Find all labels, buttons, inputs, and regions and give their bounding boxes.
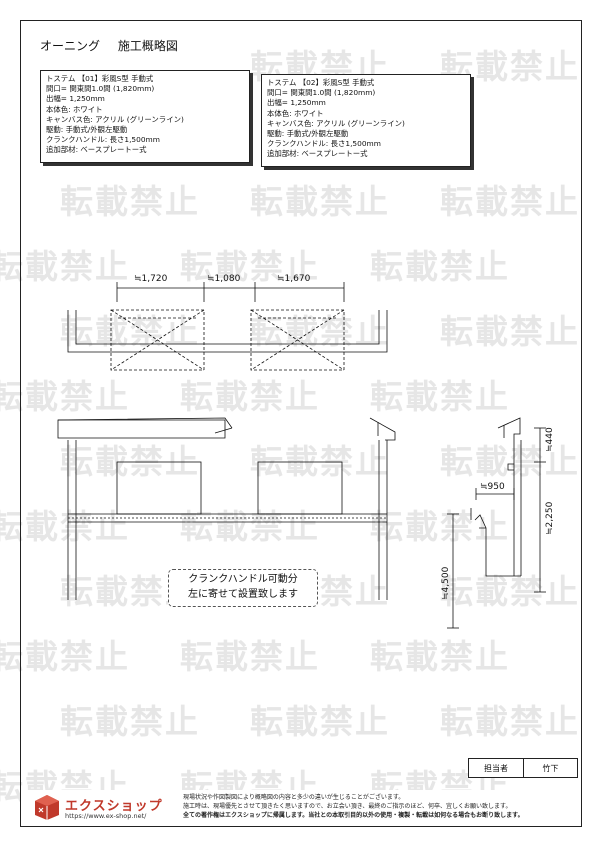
spec-01-line: キャンバス色: アクリル (グリーンライン) <box>46 114 184 124</box>
plan-awning-02 <box>250 309 345 371</box>
spec-02-line: 駆動: 手動式/外観左駆動 <box>267 129 349 139</box>
plan-awning-01 <box>110 309 205 371</box>
disclaimer: 現場状況や作図製図により概略図の内容と多少の違いが生じることがございます。 施工… <box>183 793 524 820</box>
section-balcony <box>479 527 521 577</box>
plan-wall-outer <box>67 310 388 353</box>
note-line-2: 左に寄せて設置致します <box>188 589 298 600</box>
section-dim-top: ≒440 <box>545 427 555 452</box>
plan-awning-units <box>110 309 345 371</box>
plan-awning-02-diag <box>250 309 345 371</box>
section-dim-width: ≒950 <box>480 482 505 492</box>
elevation-awning-01 <box>116 461 202 515</box>
plan-dim-left: ≒1,720 <box>134 274 168 284</box>
footer: エクスショップ https://www.ex-shop.net/ 現場状況や作図… <box>20 790 582 827</box>
spec-02-line: キャンバス色: アクリル (グリーンライン) <box>267 118 405 128</box>
spec-02-line: 追加部材: ベースプレートー式 <box>267 149 368 159</box>
section-eave <box>497 417 521 470</box>
plan-awning-01-diag <box>110 309 205 371</box>
section-view <box>447 417 546 629</box>
section-dim-height: ≒2,250 <box>545 501 555 535</box>
spec-02-line: クランクハンドル: 長さ1,500mm <box>267 139 381 149</box>
disclaimer-line: 現場状況や作図製図により概略図の内容と多少の違いが生じることがございます。 <box>183 794 405 801</box>
elevation-eave-right <box>369 417 396 441</box>
elevation-eave-left-top <box>57 417 233 429</box>
crank-handle-note: クランクハンドル可動分 左に寄せて設置致します <box>168 569 318 607</box>
spec-01-line: クランクハンドル: 長さ1,500mm <box>46 135 160 145</box>
spec-01-line: 出幅= 1,250mm <box>46 94 105 104</box>
logo-box-icon <box>33 793 61 825</box>
person-in-charge-label: 担当者 <box>469 759 524 777</box>
elevation-view <box>57 417 396 600</box>
spec-02-line: トステム 【02】彩風S型 手動式 <box>267 78 375 87</box>
spec-02-line: 間口= 関東間1.0間 (1,820mm) <box>267 88 376 98</box>
plan-dim-right: ≒1,670 <box>277 274 311 284</box>
plan-dim-mid: ≒1,080 <box>207 274 241 284</box>
elevation-eave-left <box>57 419 226 439</box>
elevation-awning-02 <box>257 461 343 515</box>
spec-01-line: トステム 【01】彩風S型 手動式 <box>46 74 154 83</box>
section-awning-head <box>507 463 514 471</box>
spec-02-line: 本体色: ホワイト <box>267 108 324 118</box>
person-in-charge-box: 担当者 竹下 <box>468 758 578 778</box>
page-title: オーニング 施工概略図 <box>40 37 192 54</box>
spec-02-line: 出幅= 1,250mm <box>267 98 326 108</box>
plan-view <box>67 282 388 371</box>
spec-box-01: トステム 【01】彩風S型 手動式 間口= 関東間1.0間 (1,820mm) … <box>40 70 250 163</box>
section-dim-total: ≒4,500 <box>441 566 451 600</box>
section-awning-bar <box>474 514 487 529</box>
logo-text: エクスショップ <box>65 799 163 814</box>
elevation-eave-left-edge <box>214 427 233 434</box>
disclaimer-line: 施工時は、現場優先とさせて頂きたく思いますので、お立会い頂き、最終のご指示のほど… <box>183 803 512 810</box>
spec-01-line: 本体色: ホワイト <box>46 104 103 114</box>
person-in-charge-name: 竹下 <box>542 763 559 773</box>
spec-01-line: 間口= 関東間1.0間 (1,820mm) <box>46 84 155 94</box>
title-sub: 施工概略図 <box>117 39 178 53</box>
note-line-1: クランクハンドル可動分 <box>188 574 298 585</box>
plan-wall-inner <box>75 310 380 345</box>
spec-01-line: 駆動: 手動式/外観左駆動 <box>46 125 128 135</box>
spec-box-02: トステム 【02】彩風S型 手動式 間口= 関東間1.0間 (1,820mm) … <box>261 74 471 167</box>
logo-url: https://www.ex-shop.net/ <box>65 812 147 820</box>
disclaimer-line: 全ての著作権はエクスショップに帰属します。当社との本取引目的以外の使用・複製・転… <box>183 812 524 819</box>
title-main: オーニング <box>40 39 101 53</box>
spec-01-line: 追加部材: ベースプレートー式 <box>46 145 147 155</box>
